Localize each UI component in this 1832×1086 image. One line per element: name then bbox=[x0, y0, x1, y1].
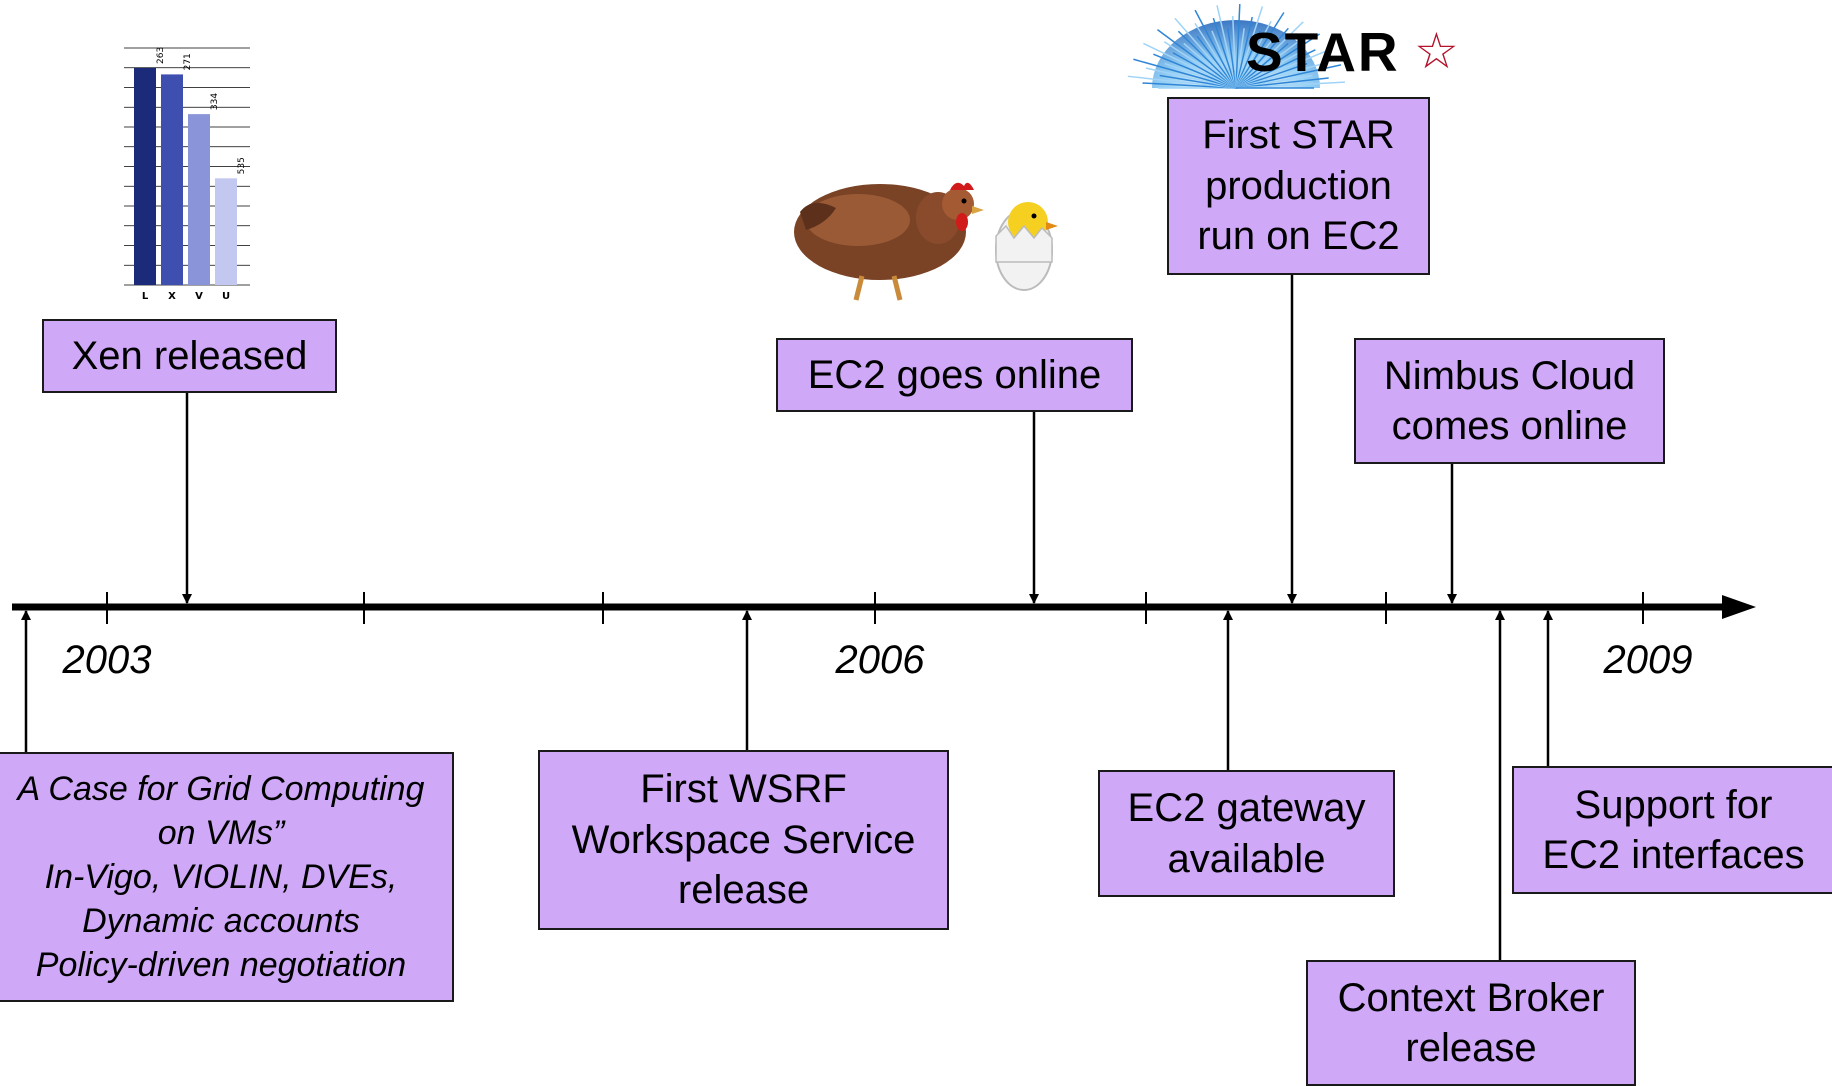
burst-ray bbox=[1227, 28, 1237, 89]
timeline-ticks bbox=[106, 592, 1644, 624]
event-line: Workspace Service bbox=[571, 817, 916, 862]
event-line: production bbox=[1205, 163, 1392, 208]
burst-ray bbox=[1211, 30, 1237, 89]
chicken-and-egg-illustration bbox=[794, 182, 1058, 301]
burst-ray bbox=[1235, 33, 1321, 89]
event-box-ec2-interfaces: Support for EC2 interfaces bbox=[1512, 766, 1832, 894]
event-line: on VMs” bbox=[157, 813, 285, 852]
chicken-illustration bbox=[794, 182, 984, 301]
event-box-nimbus-cloud: Nimbus Cloud comes online bbox=[1354, 338, 1665, 464]
burst-ray bbox=[1235, 27, 1289, 89]
event-line: Support for bbox=[1574, 782, 1773, 827]
burst-ray bbox=[1127, 75, 1237, 89]
burst-ray bbox=[1163, 41, 1237, 89]
burst-ray bbox=[1177, 30, 1237, 89]
burst-ray bbox=[1183, 42, 1237, 89]
chart-value-label: 535 bbox=[237, 157, 247, 174]
burst-ray bbox=[1153, 53, 1237, 89]
burst-ray bbox=[1235, 35, 1276, 89]
burst-ray bbox=[1235, 4, 1241, 89]
event-box-grid-computing-case: A Case for Grid Computing on VMs” In-Vig… bbox=[0, 752, 454, 1002]
burst-ray bbox=[1196, 35, 1237, 89]
chart-value-label: 263 bbox=[156, 47, 166, 64]
chart-category-label: X bbox=[168, 291, 176, 302]
chart-bar-V bbox=[188, 114, 210, 285]
event-box-first-wsrf: First WSRF Workspace Service release bbox=[538, 750, 949, 930]
burst-ray bbox=[1174, 17, 1237, 89]
event-box-ec2-goes-online: EC2 goes online bbox=[776, 338, 1133, 412]
event-line: Policy-driven negotiation bbox=[35, 946, 407, 985]
burst-ray bbox=[1235, 49, 1316, 89]
burst-ray bbox=[1235, 28, 1245, 89]
chart-bar-L bbox=[134, 68, 156, 285]
event-box-first-star-production: First STAR production run on EC2 bbox=[1167, 97, 1430, 275]
chart-bar-U bbox=[215, 178, 237, 285]
burst-ray bbox=[1157, 29, 1237, 89]
burst-ray bbox=[1235, 16, 1253, 89]
event-line: comes online bbox=[1391, 404, 1628, 448]
burst-ray bbox=[1235, 21, 1304, 89]
burst-ray bbox=[1235, 20, 1272, 89]
chart-value-label: 271 bbox=[183, 53, 193, 70]
burst-ray bbox=[1235, 62, 1325, 89]
event-box-context-broker: Context Broker release bbox=[1306, 960, 1636, 1086]
star-logo-burst bbox=[1127, 4, 1345, 89]
event-line: Xen released bbox=[71, 333, 308, 378]
event-box-ec2-gateway: EC2 gateway available bbox=[1098, 770, 1395, 897]
burst-ray bbox=[1235, 64, 1342, 89]
year-label-2006: 2006 bbox=[835, 638, 925, 682]
burst-ray bbox=[1235, 12, 1285, 89]
burst-ray bbox=[1235, 81, 1345, 89]
event-line: First WSRF bbox=[640, 767, 847, 812]
event-line: First STAR bbox=[1202, 113, 1395, 158]
burst-ray bbox=[1235, 42, 1289, 89]
event-line: Nimbus Cloud bbox=[1383, 353, 1636, 398]
event-box-xen-released: Xen released bbox=[42, 319, 337, 393]
event-line: EC2 interfaces bbox=[1542, 833, 1805, 877]
event-line: Context Broker bbox=[1337, 975, 1605, 1020]
year-label-2009: 2009 bbox=[1603, 638, 1693, 682]
burst-ray bbox=[1231, 16, 1237, 89]
chart-bar-X bbox=[161, 74, 183, 285]
burst-ray bbox=[1212, 17, 1237, 89]
chart-category-label: V bbox=[195, 291, 203, 302]
event-line: Dynamic accounts bbox=[82, 902, 360, 941]
burst-ray bbox=[1235, 77, 1329, 89]
burst-ray bbox=[1145, 67, 1237, 89]
chart-value-label: 334 bbox=[210, 93, 220, 110]
event-line: EC2 gateway bbox=[1127, 786, 1366, 831]
burst-ray bbox=[1235, 47, 1333, 89]
star-logo-text: STAR bbox=[1246, 21, 1400, 83]
chart-category-label: U bbox=[222, 291, 230, 302]
burst-ray bbox=[1194, 22, 1237, 89]
burst-ray bbox=[1216, 5, 1237, 89]
event-line: EC2 goes online bbox=[807, 352, 1102, 397]
burst-ray bbox=[1133, 58, 1237, 89]
burst-ray bbox=[1235, 6, 1264, 89]
event-line: available bbox=[1167, 836, 1326, 881]
chart-category-label: L bbox=[142, 291, 149, 302]
burst-ray bbox=[1194, 9, 1237, 89]
star-logo-icon: ☆ bbox=[1414, 22, 1459, 80]
burst-ray bbox=[1143, 42, 1237, 89]
event-line: run on EC2 bbox=[1197, 214, 1400, 259]
timeline-arrowhead bbox=[1722, 595, 1756, 619]
burst-ray bbox=[1172, 52, 1237, 89]
event-line: release bbox=[1405, 1026, 1537, 1070]
event-line: In-Vigo, VIOLIN, DVEs, bbox=[44, 857, 398, 896]
year-label-2003: 2003 bbox=[62, 638, 152, 682]
burst-ray bbox=[1142, 82, 1237, 89]
event-line: release bbox=[677, 868, 810, 913]
hatching-egg-illustration bbox=[995, 202, 1058, 291]
burst-ray bbox=[1235, 37, 1304, 89]
burst-ray bbox=[1235, 30, 1261, 89]
event-line: A Case for Grid Computing bbox=[17, 769, 425, 808]
